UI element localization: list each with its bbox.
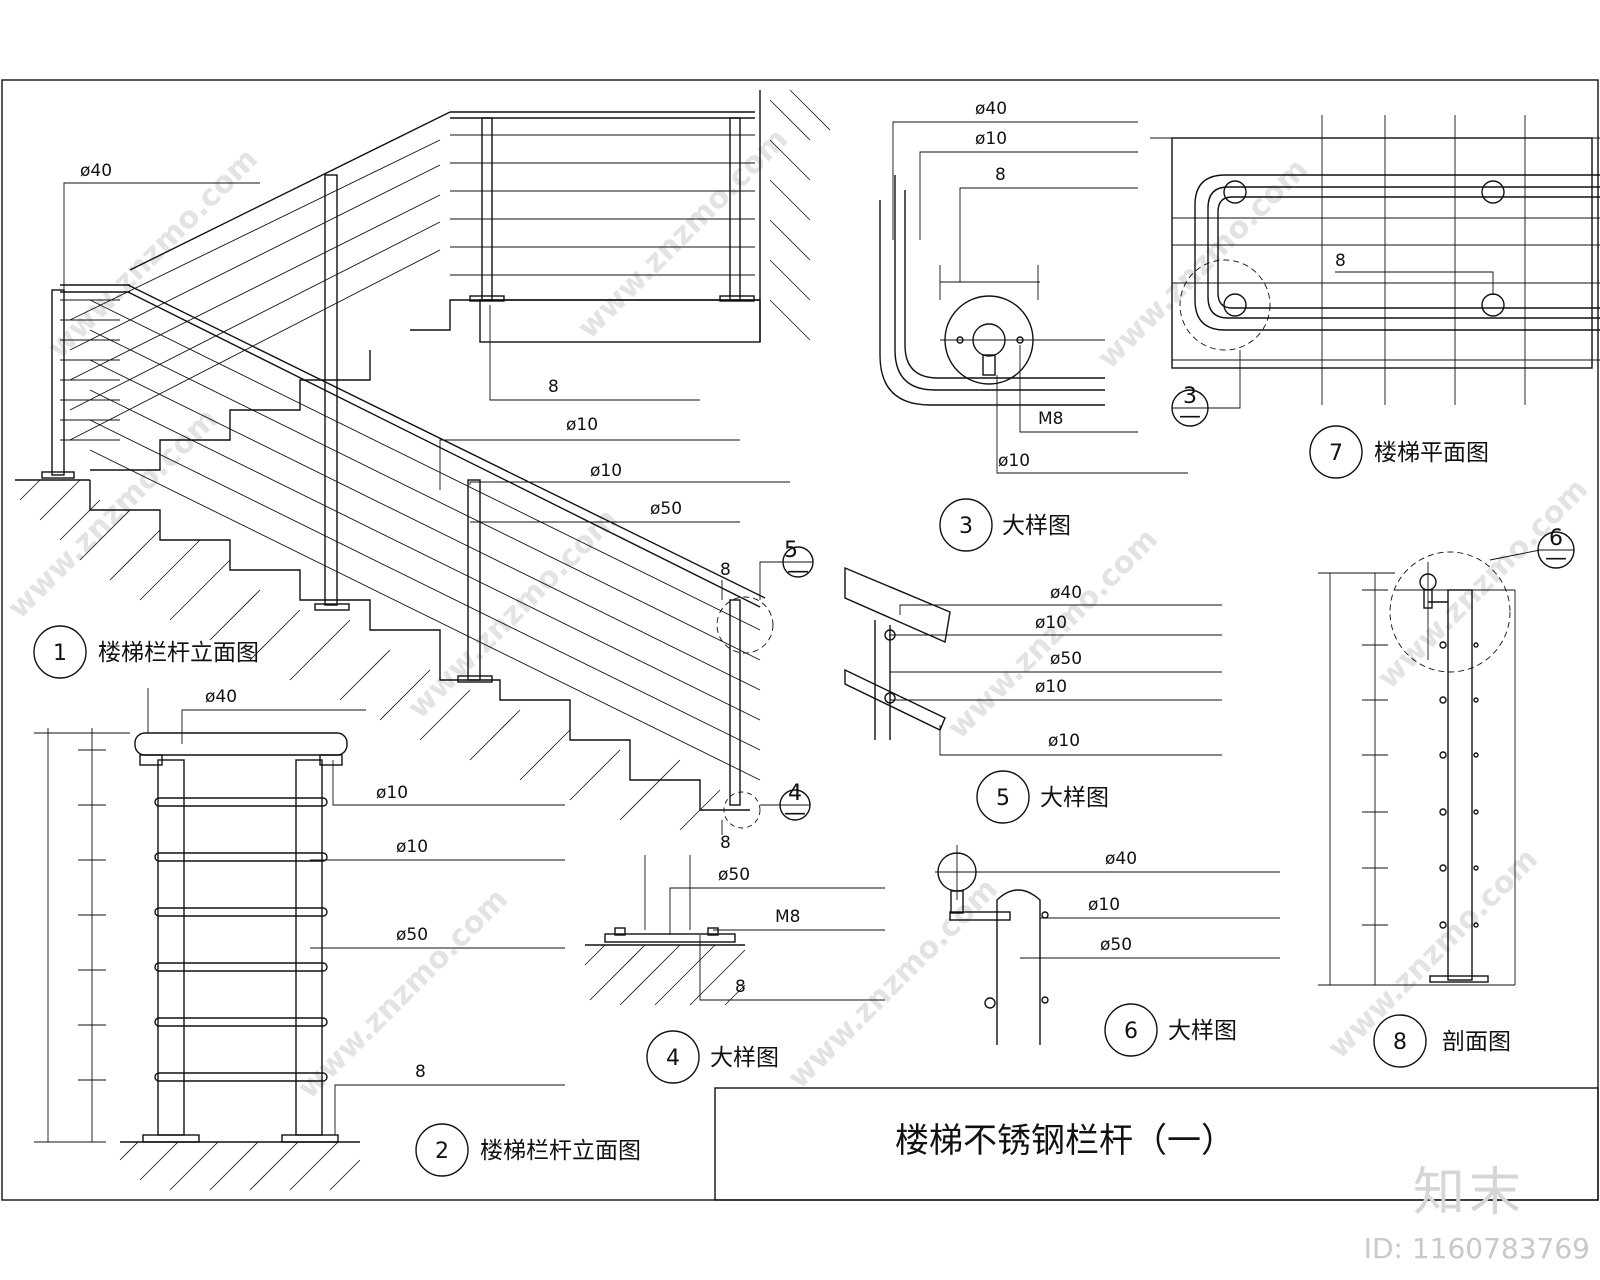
callout-sheet: — [787, 559, 809, 584]
dim-label: M8 [1038, 409, 1063, 429]
dim-label: ø10 [1088, 895, 1120, 915]
title-block: 楼梯不锈钢栏杆（一） [714, 1087, 1599, 1201]
watermark: www.znzmo.com [41, 142, 265, 366]
dim-label: 8 [995, 165, 1006, 185]
watermark: www.znzmo.com [401, 502, 625, 726]
dim-label: ø50 [396, 925, 428, 945]
view-number: 2 [435, 1139, 449, 1164]
watermark: www.znzmo.com [1371, 472, 1595, 696]
view-title: 大样图 [1168, 1018, 1237, 1044]
view-title: 楼梯栏杆立面图 [480, 1138, 641, 1164]
view-number-circle [415, 1123, 469, 1177]
dim-label: ø10 [1048, 731, 1080, 751]
view-number: 8 [1393, 1030, 1407, 1055]
dim-label: 8 [415, 1062, 426, 1082]
view-4-detail: ø50 M8 8 4 大样图 [584, 855, 885, 1084]
image-id: ID: 1160783769 [1363, 1232, 1590, 1265]
view-number-circle [976, 770, 1030, 824]
view-number-circle [33, 625, 87, 679]
watermark: www.znzmo.com [781, 872, 1005, 1096]
watermark-layer: www.znzmo.com www.znzmo.com www.znzmo.co… [1, 122, 1595, 1106]
slab-hatch [584, 944, 746, 1006]
view-title: 大样图 [710, 1045, 779, 1071]
sheet-title: 楼梯不锈钢栏杆（一） [895, 1121, 1235, 1161]
dim-label: ø50 [1100, 935, 1132, 955]
dim-label: ø10 [566, 415, 598, 435]
view-number-circle [939, 498, 993, 552]
dim-label: ø40 [80, 161, 112, 181]
callout-sheet: — [1545, 546, 1567, 571]
view-3-detail: ø40 ø10 8 M8 ø10 3 大样图 [879, 99, 1188, 552]
view-6-detail: ø40 ø10 ø50 6 大样图 [935, 845, 1280, 1057]
view-number-circle [646, 1030, 700, 1084]
callout-sheet: — [784, 801, 806, 826]
view-title: 楼梯栏杆立面图 [98, 640, 259, 666]
dim-label: 8 [548, 377, 559, 397]
dim-label: 8 [1335, 251, 1346, 271]
dim-label: ø40 [205, 687, 237, 707]
watermark: www.znzmo.com [941, 522, 1165, 746]
dim-label: ø40 [1050, 583, 1082, 603]
dim-label: ø10 [1035, 613, 1067, 633]
watermark: www.znzmo.com [571, 122, 795, 346]
dim-label: ø40 [975, 99, 1007, 119]
view-number: 4 [666, 1046, 680, 1071]
view-number: 3 [959, 514, 973, 539]
view-title: 大样图 [1040, 785, 1109, 811]
floor-hatch [119, 1141, 361, 1191]
plan-grid [1172, 115, 1600, 405]
dim-label: ø10 [998, 451, 1030, 471]
view-title: 大样图 [1002, 513, 1071, 539]
watermark: www.znzmo.com [1, 402, 225, 626]
rod-lines [60, 134, 761, 781]
view-2-railing-elevation: ø40 ø10 ø10 ø50 8 2 楼梯栏杆立面图 [34, 687, 641, 1191]
dim-label: 8 [720, 833, 731, 853]
dim-label: 8 [720, 560, 731, 580]
dim-label: ø10 [1035, 677, 1067, 697]
view-number: 1 [53, 641, 67, 666]
dim-label: ø50 [718, 865, 750, 885]
dim-label: ø10 [396, 837, 428, 857]
dim-label: M8 [775, 907, 800, 927]
brand-logo: 知末 [1412, 1163, 1525, 1223]
dim-label: 8 [735, 977, 746, 997]
view-number: 5 [996, 786, 1010, 811]
wall-hatch [769, 89, 831, 341]
view-title: 楼梯平面图 [1374, 440, 1489, 466]
view-8-section: 6 — 8 剖面图 [1318, 526, 1575, 1068]
callout-number: 6 [1549, 526, 1563, 551]
dim-label: ø40 [1105, 849, 1137, 869]
watermark: www.znzmo.com [1321, 842, 1545, 1066]
callout-number: 4 [788, 781, 802, 806]
view-title: 剖面图 [1442, 1029, 1511, 1055]
dim-label: ø10 [975, 129, 1007, 149]
dim-label: ø10 [590, 461, 622, 481]
view-5-detail: ø40 ø10 ø50 ø10 ø10 5 大样图 [844, 566, 1222, 824]
view-number-circle [1373, 1014, 1427, 1068]
view-number-circle [1309, 425, 1363, 479]
callout-sheet: — [1179, 404, 1201, 429]
dim-label: ø10 [376, 783, 408, 803]
dim-label: ø50 [650, 499, 682, 519]
dim-label: ø50 [1050, 649, 1082, 669]
view-number: 6 [1124, 1019, 1138, 1044]
callout-number: 3 [1183, 384, 1197, 409]
view-7-stair-plan: 3 — 8 7 楼梯平面图 [1150, 115, 1600, 479]
view-number: 7 [1329, 441, 1343, 466]
callout-number: 5 [784, 538, 798, 563]
watermark: www.znzmo.com [1091, 152, 1315, 376]
view-number-circle [1104, 1003, 1158, 1057]
view-1-stair-elevation: ø40 8 ø10 ø10 ø50 8 8 5 — 4 — 1 楼梯栏杆立面图 [15, 89, 831, 853]
